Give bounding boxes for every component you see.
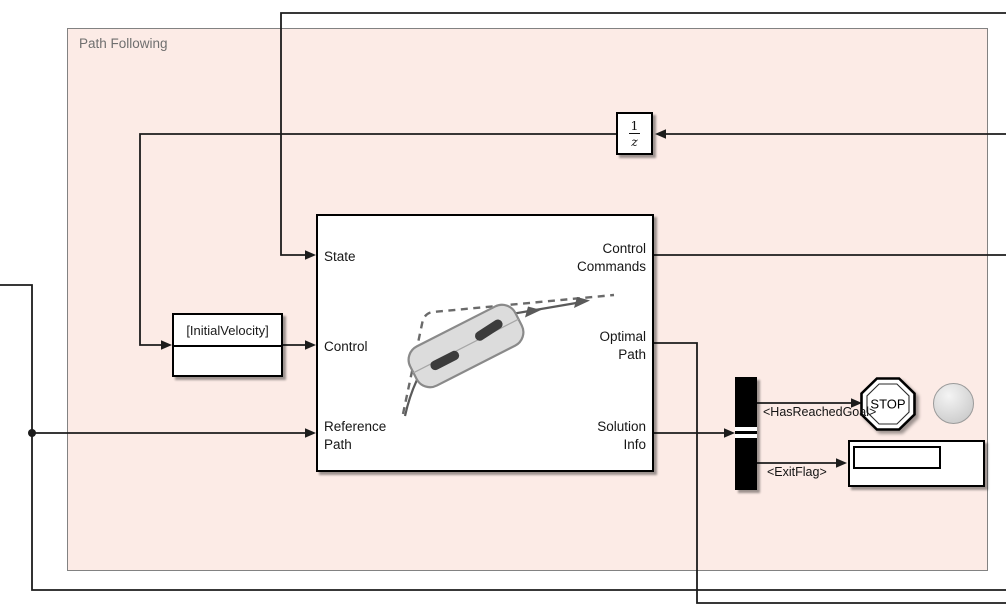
rear-wheel-icon — [430, 350, 460, 371]
arrowhead-bus-input — [724, 428, 735, 438]
wire-reference-main[interactable] — [0, 284, 1006, 591]
display-value — [853, 446, 941, 469]
unit-delay-icon: 1 z — [629, 117, 640, 149]
path-arrowhead-end — [574, 297, 590, 308]
car-icon — [407, 303, 525, 389]
display-block[interactable] — [848, 440, 985, 487]
arrowhead-delay-input — [655, 129, 666, 139]
port-label-optimal-path: Optimal Path — [599, 329, 646, 362]
area-title: Path Following — [79, 36, 168, 51]
port-label-solution-info: Solution Info — [597, 419, 646, 452]
front-wheel-icon — [475, 319, 503, 341]
from-tag-divider — [172, 345, 283, 347]
signal-label-has-reached-goal: <HasReachedGoal> — [763, 405, 877, 419]
from-tag-label: [InitialVelocity] — [186, 323, 269, 338]
path-planner-block[interactable]: State Control Reference Path Control Com… — [316, 214, 654, 472]
port-label-control-commands: Control Commands — [576, 241, 646, 274]
arrowhead-fromtag-input — [161, 340, 172, 350]
lamp-indicator[interactable] — [933, 383, 974, 424]
arrowhead-reference — [305, 428, 316, 438]
port-label-control: Control — [324, 339, 368, 354]
bus-selector-block[interactable] — [735, 377, 757, 490]
fraction-bar — [629, 133, 640, 134]
vehicle-illustration — [401, 293, 615, 417]
unit-delay-block[interactable]: 1 z — [616, 112, 653, 155]
reference-path-dashed — [401, 293, 615, 415]
stop-label: STOP — [870, 397, 905, 412]
bus-stripe — [735, 434, 757, 438]
junction-dot — [28, 429, 36, 437]
arrowhead-stop-input — [851, 398, 862, 408]
port-label-state: State — [324, 249, 356, 264]
bus-stripe — [735, 427, 757, 431]
arrowhead-state — [305, 250, 316, 260]
port-label-reference-path: Reference Path — [324, 419, 387, 452]
stop-simulation-block[interactable]: STOP — [860, 377, 916, 431]
arrowhead-control — [305, 340, 316, 350]
path-arrowhead-mid — [525, 306, 541, 318]
wire-optimal-path[interactable] — [654, 342, 1006, 604]
wire-delay-output[interactable] — [139, 133, 616, 346]
signal-label-exit-flag: <ExitFlag> — [767, 465, 827, 479]
initial-velocity-from-block[interactable]: [InitialVelocity] — [172, 313, 283, 377]
stop-octagon-icon: STOP — [860, 377, 916, 431]
arrowhead-display-input — [836, 458, 847, 468]
